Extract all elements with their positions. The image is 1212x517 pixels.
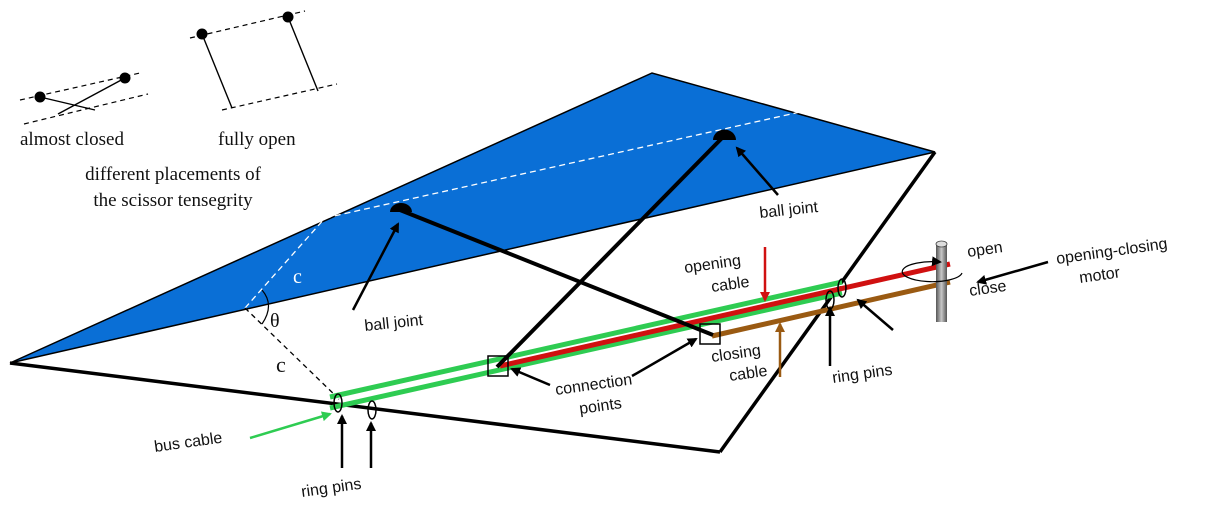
ball-joint-left (390, 203, 412, 212)
closing-cable-label-2: cable (728, 363, 768, 385)
motor-label-2: motor (1078, 264, 1122, 287)
ball-joint-left-label: ball joint (364, 312, 425, 335)
arrow-connection-right (631, 337, 698, 378)
arrow-motor (976, 260, 1049, 285)
dashed-c-lower (244, 307, 341, 401)
arrow-ball-joint-left (351, 222, 400, 311)
connection-points-label-2: points (578, 395, 623, 418)
connection-points-label-1: connection (554, 371, 633, 399)
arrow-bus-cable (249, 411, 332, 440)
opening-cable-line (499, 261, 951, 369)
close-label: close (968, 278, 1007, 300)
legend-caption-line1: different placements of (85, 164, 262, 185)
bus-cable-lines (329, 279, 843, 411)
blue-panel (9, 72, 936, 364)
ring-pins-left-label: ring pins (300, 476, 362, 501)
panel-dashed-line (324, 111, 801, 219)
arrow-ring-pins-right-2 (856, 298, 894, 331)
legend-fully-open-label: fully open (218, 129, 296, 150)
arrow-ball-joint-right (735, 146, 779, 196)
motor-icon (935, 240, 948, 322)
legend-almost-closed-label: almost closed (20, 129, 124, 150)
bus-cable-label: bus cable (153, 430, 223, 456)
opening-cable-label-1: opening (683, 252, 742, 277)
opening-cable-label-2: cable (710, 274, 750, 296)
connection-point-left (487, 355, 509, 377)
lower-frame (9, 150, 937, 454)
ball-joint-right (713, 129, 736, 140)
panel-dashed-c (244, 217, 326, 309)
theta-arc (261, 289, 270, 325)
ring-pins-right-label: ring pins (831, 362, 893, 387)
motor-label-1: opening-closing (1055, 236, 1168, 268)
c-top-label: c (293, 266, 302, 288)
legend-fully-open (189, 10, 338, 111)
ball-joint-right-label: ball joint (759, 199, 820, 222)
ring-pins-left-shapes (333, 393, 377, 420)
arrow-connection-left (510, 367, 551, 387)
connection-point-right (699, 323, 721, 345)
legend-caption-line2: the scissor tensegrity (93, 190, 253, 211)
open-label: open (966, 239, 1004, 261)
rotation-arrow (901, 256, 963, 283)
c-bottom-label: c (276, 352, 286, 377)
legend-almost-closed (19, 72, 149, 125)
closing-cable-label-1: closing (710, 342, 762, 366)
scissor-struts (399, 134, 726, 369)
theta-label: θ (270, 310, 280, 332)
